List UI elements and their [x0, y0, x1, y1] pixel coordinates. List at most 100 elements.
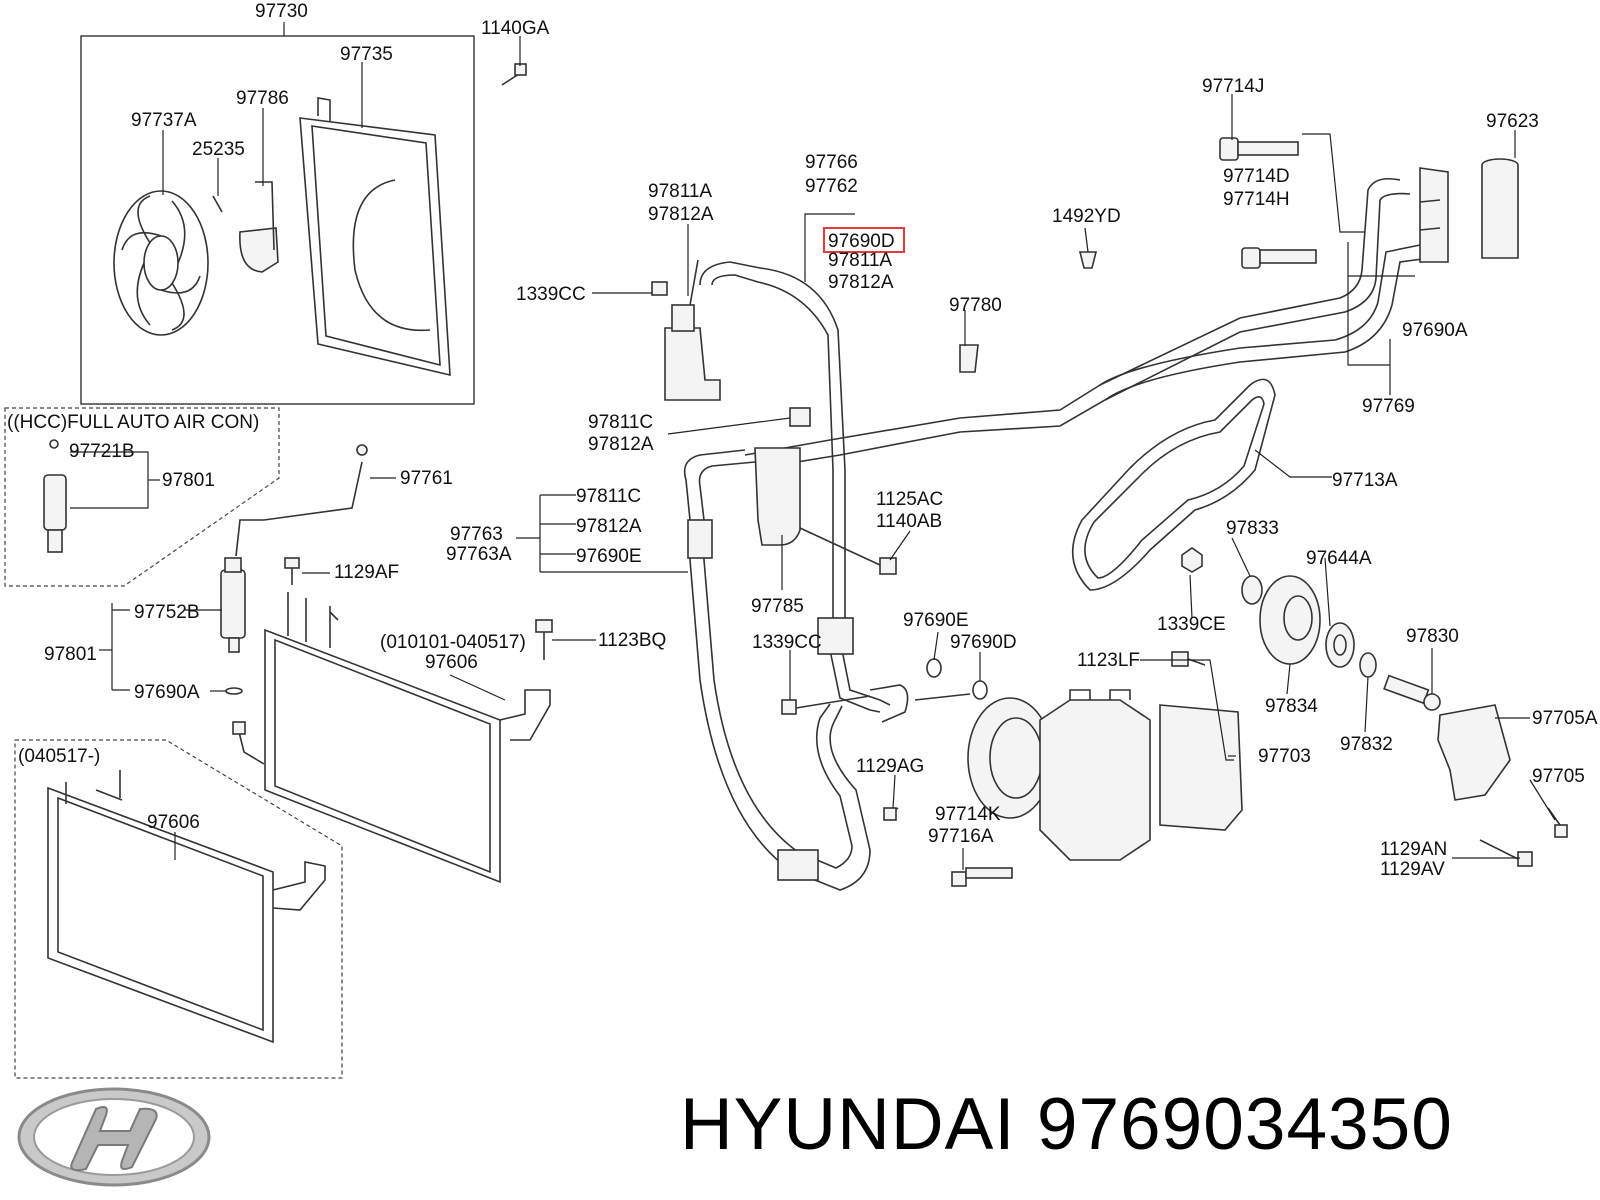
label-97811c-2: 97811C — [576, 486, 641, 507]
nut-1339ce — [1181, 547, 1203, 573]
expansion-valve-97623 — [1481, 158, 1519, 259]
label-97780: 97780 — [949, 295, 1002, 316]
o-ring-97690a — [225, 687, 243, 695]
label-97721b: 97721B — [69, 441, 135, 462]
label-97690d: 97690D — [950, 632, 1017, 653]
label-97812a-3: 97812A — [588, 434, 654, 455]
label-97714k: 97716A — [928, 826, 994, 847]
label-97812a-2: 97812A — [828, 272, 894, 293]
hcc-box — [4, 407, 280, 587]
label-97606: 97606 — [425, 652, 478, 673]
label-97690d-highlight: 97690D — [828, 231, 895, 252]
label-97812a-4: 97812A — [576, 516, 642, 537]
label-97703: 97703 — [1258, 746, 1311, 767]
label-97811a: 97811A — [648, 181, 712, 202]
label-1339cc: 1339CC — [516, 284, 586, 305]
condenser-box-2 — [14, 739, 343, 1079]
label-97811c: 97811C — [588, 412, 653, 433]
label-97714h: 97714H — [1223, 189, 1290, 210]
label-97690a: 97690A — [1402, 320, 1468, 341]
label-1339ce: 1339CE — [1157, 614, 1226, 635]
bolt-97714j — [1219, 137, 1299, 161]
hyundai-logo — [17, 1087, 211, 1187]
washer-97833 — [1241, 575, 1263, 605]
part-number: 9769034350 — [1036, 1084, 1453, 1165]
pipe-bracket-97785 — [754, 447, 801, 546]
tensioner-bracket-97705a — [1437, 704, 1511, 801]
label-97606-2: 97606 — [147, 812, 200, 833]
label-97801-2: 97801 — [44, 644, 97, 665]
label-97833: 97833 — [1226, 518, 1279, 539]
label-97737a: 97737A — [131, 110, 197, 131]
bolt-1123lf — [1171, 651, 1206, 667]
label-97714j: 97714J — [1202, 76, 1264, 97]
label-97763: 97763 — [450, 524, 503, 545]
bracket-97780 — [959, 344, 979, 373]
label-97690e: 97690E — [576, 546, 642, 567]
label-97763a: 97763A — [446, 544, 512, 565]
label-1129af: 1129AF — [334, 562, 399, 583]
pulley-97834 — [1259, 575, 1321, 665]
label-1140ab: 1140AB — [876, 511, 942, 532]
bolt-1129an — [1479, 839, 1533, 867]
label-97713a: 97713A — [1332, 470, 1398, 491]
label-97786: 97786 — [236, 88, 289, 109]
label-97690a-2: 97690A — [134, 682, 200, 703]
label-97705a: 97705A — [1532, 708, 1598, 729]
label-1125ac: 1125AC — [876, 489, 943, 510]
label-97812a: 97812A — [648, 204, 714, 225]
bolt-97714k — [951, 867, 1013, 887]
label-97716a: 97705 — [1532, 766, 1585, 787]
liquid-line-fitting — [651, 259, 721, 401]
label-25235: 25235 — [192, 139, 245, 160]
hcc-label: ((HCC)FULL AUTO AIR CON) — [7, 412, 259, 433]
label-97752b: 97752B — [134, 602, 200, 623]
o-rings — [781, 658, 988, 723]
cooling-fan — [113, 190, 209, 336]
label-97801: 97801 — [162, 470, 215, 491]
washer-97644a — [1325, 622, 1355, 668]
label-1123lf: 1123LF — [1077, 650, 1140, 671]
label-1140ga: 1140GA — [481, 18, 550, 39]
fan-shroud — [299, 97, 451, 377]
tensioner-shaft-97830 — [1383, 674, 1441, 711]
compressor — [967, 689, 1151, 861]
cooling-fan-box — [80, 35, 475, 405]
suction-hose — [699, 261, 891, 713]
label-97735: 97735 — [340, 44, 393, 65]
label-97623: 97623 — [1486, 111, 1539, 132]
bolt-97714d — [1241, 247, 1317, 269]
label-1339cc-2: 1339CC — [752, 632, 822, 653]
label-97766: 97766 — [805, 152, 858, 173]
label-97832: 97832 — [1340, 734, 1393, 755]
label-97690e-2: 97690E — [903, 610, 969, 631]
label-1129ag: 1129AG — [856, 756, 924, 777]
washer-97832 — [1359, 652, 1377, 678]
label-97730: 97730 — [255, 1, 308, 22]
date-range-2: (040517-) — [18, 746, 100, 767]
label-97785: 97785 — [751, 596, 804, 617]
fan-motor — [212, 181, 279, 273]
bolt-97716a — [1547, 807, 1568, 838]
label-97834: 97834 — [1265, 696, 1318, 717]
label-1129av: 1129AV — [1380, 859, 1445, 880]
part-caption: HYUNDAI 9769034350 — [680, 1083, 1453, 1166]
bolt-1140ga — [501, 63, 527, 86]
label-97761: 97761 — [400, 468, 453, 489]
pressure-sensor — [43, 439, 67, 553]
main-pipes — [744, 177, 1431, 469]
condenser-2 — [47, 770, 326, 1044]
discharge-hose — [683, 449, 871, 891]
label-97644a: 97644A — [1306, 548, 1372, 569]
labels: 97730 97735 1140GA 97737A 97786 25235 97… — [7, 1, 1598, 880]
label-1123bq: 1123BQ — [598, 630, 666, 651]
brand-name: HYUNDAI — [680, 1084, 1016, 1165]
drive-belt — [1071, 378, 1276, 591]
leader-lines — [70, 36, 1556, 870]
bolt-1129ag — [883, 807, 899, 821]
grommet-1492yd — [1078, 251, 1098, 269]
label-97714d: 97714D — [1223, 166, 1290, 187]
label-97830: 97830 — [1406, 626, 1459, 647]
label-1129an: 1129AN — [1380, 839, 1447, 860]
